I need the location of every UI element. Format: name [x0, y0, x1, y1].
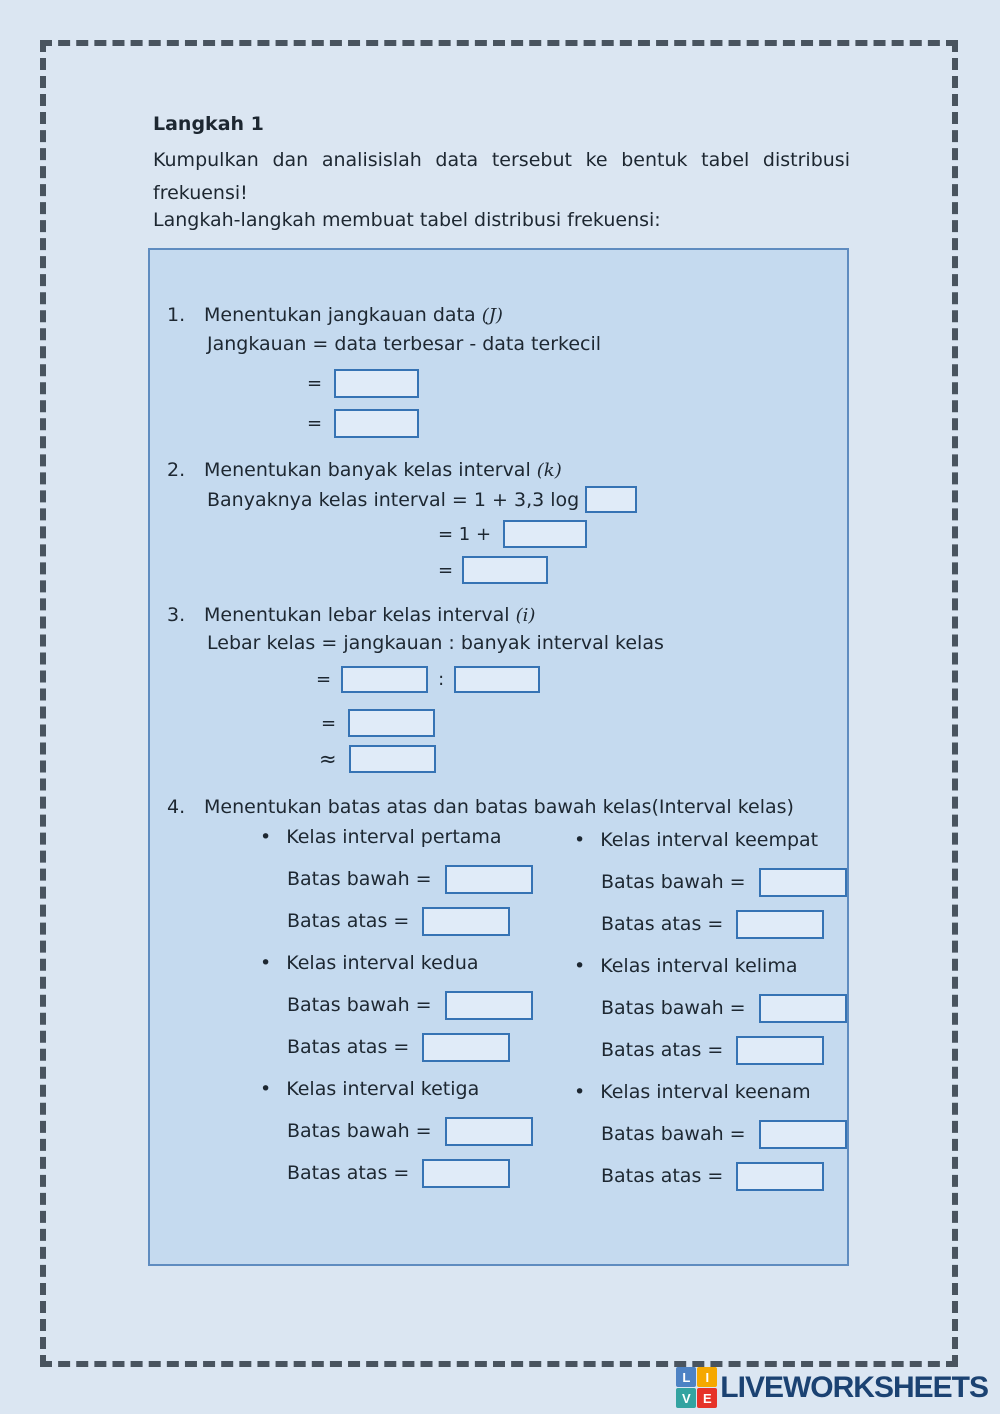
approx-sign: ≈	[319, 747, 337, 771]
class-block-pertama: • Kelas interval pertama Batas bawah = B…	[260, 816, 565, 942]
ketiga-batas-bawah-input[interactable]	[444, 1116, 533, 1146]
step3-number: 3.	[167, 604, 186, 626]
step2-symbol: (k)	[536, 460, 562, 481]
equals-sign: =	[438, 559, 454, 581]
bullet-icon: •	[260, 826, 272, 848]
panel-caption: Langkah-langkah membuat tabel distribusi…	[153, 209, 661, 231]
step2-title: Menentukan banyak kelas interval (k)	[204, 459, 562, 481]
step3-banyak-kelas-input[interactable]	[454, 666, 541, 693]
step1-answer-2-input[interactable]	[334, 409, 420, 438]
step1-number: 1.	[167, 304, 186, 326]
class-title: Kelas interval kedua	[286, 952, 479, 974]
step2-row3: =	[438, 556, 549, 584]
step-heading: Langkah 1	[153, 113, 264, 135]
upper-bound-label: Batas atas =	[287, 910, 410, 932]
step3-row3: ≈	[319, 745, 436, 773]
liveworksheets-logo: L I V E LIVEWORKSHEETS	[676, 1367, 989, 1408]
worksheet-panel: 1. Menentukan jangkauan data (J) Jangkau…	[148, 248, 849, 1266]
step1-title: Menentukan jangkauan data (J)	[204, 304, 503, 326]
pertama-batas-bawah-input[interactable]	[444, 864, 533, 894]
step3-row1: = :	[316, 666, 541, 693]
keenam-batas-atas-input[interactable]	[736, 1161, 825, 1191]
lower-bound-label: Batas bawah =	[601, 871, 746, 893]
step4-title: Menentukan batas atas dan batas bawah ke…	[204, 796, 794, 818]
ketiga-batas-atas-input[interactable]	[422, 1158, 511, 1188]
lower-bound-label: Batas bawah =	[287, 868, 432, 890]
kedua-batas-atas-input[interactable]	[422, 1032, 511, 1062]
logo-tile-l: L	[676, 1367, 697, 1387]
equals-sign: =	[307, 373, 323, 394]
step1-symbol: (J)	[481, 305, 503, 326]
step3-symbol: (i)	[515, 605, 536, 626]
step4-right-column: • Kelas interval keempat Batas bawah = B…	[574, 819, 879, 1197]
step2-number: 2.	[167, 459, 186, 481]
step2-answer-1-input[interactable]	[503, 520, 588, 548]
lower-bound-label: Batas bawah =	[287, 994, 432, 1016]
bullet-icon: •	[260, 952, 272, 974]
keenam-batas-bawah-input[interactable]	[758, 1119, 847, 1149]
kedua-batas-bawah-input[interactable]	[444, 990, 533, 1020]
bullet-icon: •	[574, 829, 586, 851]
class-block-kedua: • Kelas interval kedua Batas bawah = Bat…	[260, 942, 565, 1068]
step2-row2: = 1 +	[438, 520, 588, 548]
upper-bound-label: Batas atas =	[601, 913, 724, 935]
step3-formula: Lebar kelas = jangkauan : banyak interva…	[207, 632, 664, 654]
step3-title: Menentukan lebar kelas interval (i)	[204, 604, 536, 626]
logo-tile-e: E	[697, 1388, 718, 1408]
step3-answer-2-input[interactable]	[348, 745, 436, 773]
step4-number: 4.	[167, 796, 186, 818]
class-title: Kelas interval kelima	[600, 955, 798, 977]
equals-sign: =	[316, 669, 332, 690]
step4-left-column: • Kelas interval pertama Batas bawah = B…	[260, 816, 565, 1194]
step3-row2: =	[321, 709, 436, 737]
step3-jangkauan-input[interactable]	[341, 666, 429, 693]
colon-sign: :	[438, 669, 445, 690]
kelima-batas-bawah-input[interactable]	[758, 993, 847, 1023]
logo-tile-v: V	[676, 1388, 697, 1408]
upper-bound-label: Batas atas =	[601, 1165, 724, 1187]
worksheet-header: Langkah 1 Kumpulkan dan analisislah data…	[153, 112, 850, 233]
class-block-keenam: • Kelas interval keenam Batas bawah = Ba…	[574, 1071, 879, 1197]
class-title: Kelas interval ketiga	[286, 1078, 480, 1100]
step1-row1: =	[307, 369, 420, 398]
step2-formula-row: Banyaknya kelas interval = 1 + 3,3 log	[207, 486, 638, 513]
step2-answer-2-input[interactable]	[462, 556, 549, 584]
class-block-ketiga: • Kelas interval ketiga Batas bawah = Ba…	[260, 1068, 565, 1194]
dashed-border	[40, 40, 958, 1367]
kelima-batas-atas-input[interactable]	[736, 1035, 825, 1065]
bullet-icon: •	[260, 1078, 272, 1100]
equals-sign: =	[321, 712, 337, 734]
bullet-icon: •	[574, 1081, 586, 1103]
intro-text-line2: frekuensi!	[153, 182, 248, 204]
class-block-keempat: • Kelas interval keempat Batas bawah = B…	[574, 819, 879, 945]
class-title: Kelas interval pertama	[286, 826, 502, 848]
upper-bound-label: Batas atas =	[287, 1036, 410, 1058]
pertama-batas-atas-input[interactable]	[422, 906, 511, 936]
keempat-batas-bawah-input[interactable]	[758, 867, 847, 897]
lower-bound-label: Batas bawah =	[601, 997, 746, 1019]
lower-bound-label: Batas bawah =	[601, 1123, 746, 1145]
liveworksheets-logo-icon: L I V E	[676, 1367, 718, 1408]
step1-answer-1-input[interactable]	[334, 369, 420, 398]
bullet-icon: •	[574, 955, 586, 977]
logo-tile-i: I	[697, 1367, 718, 1387]
class-title: Kelas interval keenam	[600, 1081, 811, 1103]
equals-sign: =	[307, 413, 323, 434]
step3-answer-1-input[interactable]	[348, 709, 436, 737]
step2-formula-prefix: Banyaknya kelas interval = 1 + 3,3 log	[207, 488, 580, 511]
class-title: Kelas interval keempat	[600, 829, 819, 851]
class-block-kelima: • Kelas interval kelima Batas bawah = Ba…	[574, 945, 879, 1071]
step2-row2-prefix: = 1 +	[438, 523, 492, 545]
brand-wordmark: LIVEWORKSHEETS	[720, 1370, 989, 1404]
upper-bound-label: Batas atas =	[601, 1039, 724, 1061]
upper-bound-label: Batas atas =	[287, 1162, 410, 1184]
lower-bound-label: Batas bawah =	[287, 1120, 432, 1142]
step1-formula: Jangkauan = data terbesar - data terkeci…	[207, 333, 602, 355]
step2-log-input[interactable]	[585, 486, 638, 513]
intro-text-line1: Kumpulkan dan analisislah data tersebut …	[153, 149, 850, 171]
keempat-batas-atas-input[interactable]	[736, 909, 825, 939]
step1-row2: =	[307, 409, 420, 438]
